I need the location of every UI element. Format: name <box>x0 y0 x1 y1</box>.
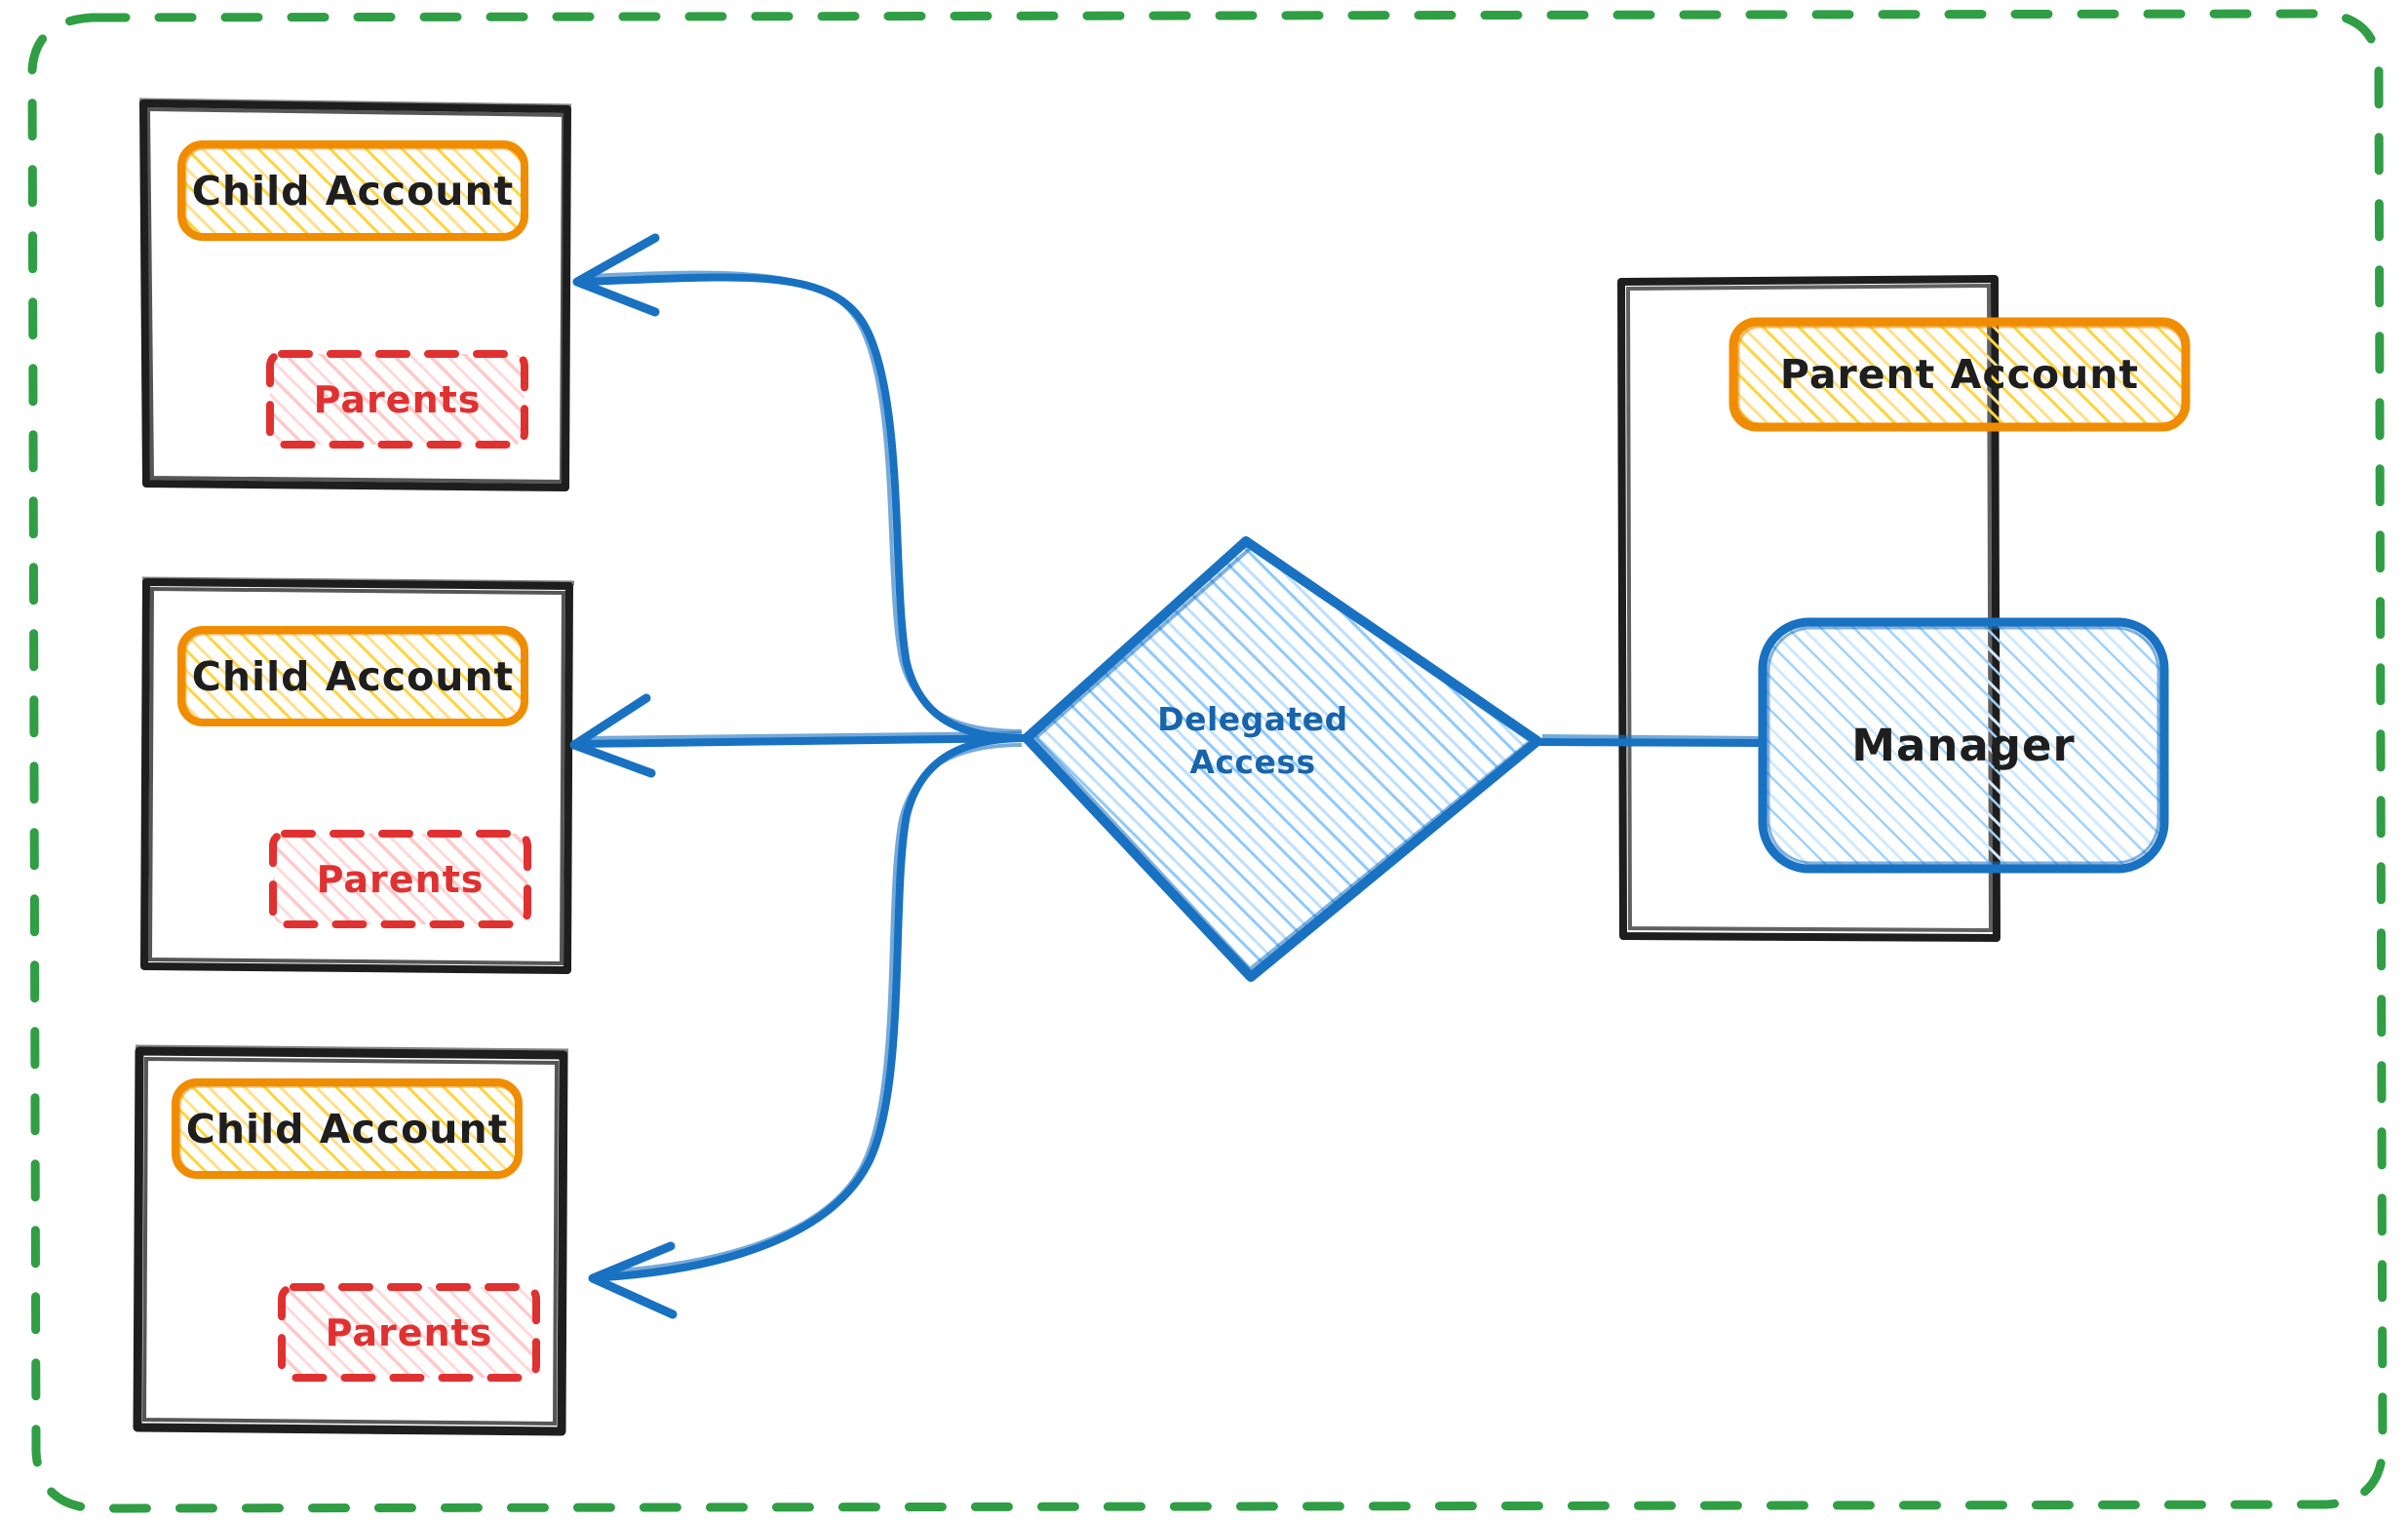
arrow-delegated-to-child-2 <box>569 693 1030 778</box>
child-account-pill-3 <box>172 1078 523 1179</box>
child-account-pill-1 <box>177 140 528 241</box>
link-manager-to-delegated <box>1534 734 1767 747</box>
arrow-delegated-to-child-1 <box>572 233 1030 742</box>
arrow-delegated-to-child-3 <box>588 734 1030 1319</box>
parents-box-1 <box>266 350 528 449</box>
child-account-pill-2 <box>177 626 528 726</box>
parents-box-3 <box>278 1283 540 1382</box>
manager-box <box>1758 617 2169 874</box>
delegated-access-diamond <box>1022 536 1542 982</box>
outer-boundary <box>27 9 2388 1513</box>
parent-account-pill <box>1728 317 2191 432</box>
parents-box-2 <box>269 830 531 928</box>
